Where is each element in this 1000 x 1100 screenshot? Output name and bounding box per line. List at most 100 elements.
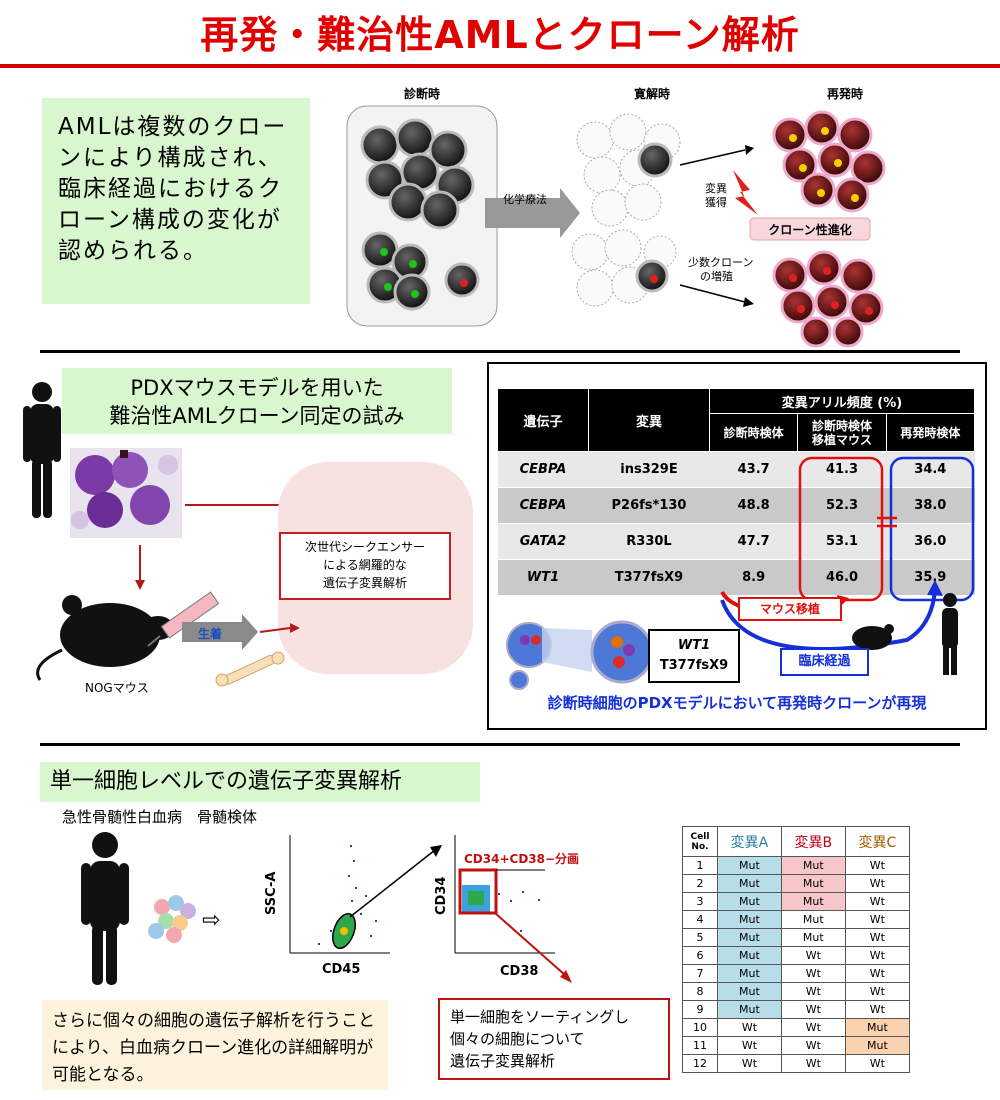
- table-cell: Mut: [780, 910, 846, 929]
- chemo-label: 化学療法: [503, 192, 547, 206]
- vaf-row: WT1 T377fsX9 8.9 46.0 35.9: [497, 559, 975, 595]
- vaf-gene: GATA2: [497, 523, 589, 560]
- arrow-icon: ⇨: [202, 908, 220, 933]
- vaf-dx: 48.8: [709, 487, 798, 524]
- table-cell: Wt: [844, 856, 911, 875]
- table-cell: 3: [682, 892, 718, 911]
- table-cell: Wt: [780, 1036, 846, 1055]
- table-cell: Mut: [780, 856, 846, 875]
- table-cell: Wt: [844, 1054, 911, 1073]
- vaf-frame: [487, 362, 987, 730]
- table-cell: Mut: [844, 1018, 911, 1037]
- cd34-gate: [458, 868, 498, 915]
- wt1-clone-icon: [590, 620, 654, 684]
- syringe-icon: [147, 591, 220, 647]
- table-cell: Wt: [717, 1054, 782, 1073]
- human-silhouette-icon: [23, 382, 61, 518]
- vaf-relapse: 35.9: [886, 559, 975, 595]
- cell-header-c: 変異C: [844, 826, 911, 857]
- table-cell: 8: [682, 982, 718, 1001]
- table-cell: Mut: [717, 1000, 782, 1019]
- clone-evolution-label: クローン性進化: [768, 222, 851, 237]
- vaf-dx: 47.7: [709, 523, 798, 560]
- nog-mouse-icon: [36, 595, 174, 681]
- vaf-gene: WT1: [497, 559, 589, 595]
- single-cell-diagram: ⇨ SSC-A CD45 CD34 CD38 CD34+CD38−分画: [81, 832, 579, 985]
- table-cell: Mut: [717, 910, 782, 929]
- single-cell-title: 単一細胞レベルでの遺伝子変異解析: [40, 762, 480, 802]
- cd34-label: CD34: [434, 877, 449, 915]
- relapse-bottom-cells: [772, 250, 884, 348]
- table-cell: 7: [682, 964, 718, 983]
- table-cell: Wt: [780, 1054, 846, 1073]
- table-cell: Mut: [717, 946, 782, 965]
- stage-diagnosis: 診断時: [404, 86, 440, 101]
- page-title: 再発・難治性AMLとクローン解析: [200, 13, 800, 57]
- table-cell: Mut: [717, 964, 782, 983]
- vaf-header-dx: 診断時検体: [708, 413, 799, 452]
- table-cell: Mut: [780, 892, 846, 911]
- table-cell: Wt: [780, 964, 846, 983]
- mouse-transplant-label: マウス移植: [738, 597, 842, 621]
- table-cell: 9: [682, 1000, 718, 1019]
- pdx-title: PDXマウスモデルを用いた 難治性AMLクローン同定の試み: [62, 368, 452, 434]
- table-cell: Wt: [844, 892, 911, 911]
- table-cell: 6: [682, 946, 718, 965]
- table-cell: Mut: [844, 1036, 911, 1055]
- vaf-header-mouse: 診断時検体 移植マウス: [797, 413, 887, 452]
- divider-1: [40, 350, 960, 353]
- divider-2: [40, 743, 960, 746]
- table-cell: Mut: [717, 856, 782, 875]
- engraft-arrow: [182, 614, 258, 650]
- vaf-header-vaf: 変異アリル頻度 (%): [709, 388, 975, 414]
- clinical-course-label: 臨床経過: [780, 648, 869, 676]
- table-cell: Wt: [844, 946, 911, 965]
- bottom-text: さらに個々の細胞の遺伝子解析を行うことにより、白血病クローン進化の詳細解明が可能…: [42, 1000, 388, 1090]
- bone-icon: [215, 651, 285, 687]
- table-cell: Wt: [844, 964, 911, 983]
- vaf-dx: 8.9: [709, 559, 798, 595]
- chemo-arrow: [485, 188, 580, 238]
- vaf-row: GATA2 R330L 47.7 53.1 36.0: [497, 523, 975, 560]
- table-cell: Wt: [844, 1000, 911, 1019]
- lightning-icon: [733, 170, 758, 215]
- gate-label: CD34+CD38−分画: [464, 851, 579, 866]
- table-cell: 10: [682, 1018, 718, 1037]
- vaf-relapse: 38.0: [886, 487, 975, 524]
- vaf-conclusion: 診断時細胞のPDXモデルにおいて再発時クローンが再現: [547, 694, 927, 712]
- cd45-label: CD45: [322, 962, 360, 977]
- vaf-gene: CEBPA: [497, 451, 589, 488]
- vaf-dx: 43.7: [709, 451, 798, 488]
- table-cell: 1: [682, 856, 718, 875]
- vaf-relapse: 36.0: [886, 523, 975, 560]
- table-cell: 12: [682, 1054, 718, 1073]
- table-cell: 5: [682, 928, 718, 947]
- cell-header-a: 変異A: [717, 826, 782, 857]
- cell-header-no: Cell No.: [682, 826, 718, 857]
- pdx-title-line1: PDXマウスモデルを用いた: [130, 376, 384, 400]
- ngs-analysis-box: 次世代シークエンサー による網羅的な 遺伝子変異解析: [279, 532, 451, 600]
- table-cell: Mut: [717, 982, 782, 1001]
- table-cell: Mut: [780, 874, 846, 893]
- vaf-mouse: 53.1: [797, 523, 887, 560]
- table-cell: Wt: [780, 946, 846, 965]
- sorting-box: 単一細胞をソーティングし 個々の細胞について 遺伝子変異解析: [438, 998, 670, 1080]
- stage-relapse: 再発時: [827, 86, 863, 101]
- vaf-mutation: T377fsX9: [588, 559, 710, 595]
- nog-label: NOGマウス: [85, 681, 149, 695]
- table-cell: Wt: [717, 1018, 782, 1037]
- clone-evolution-diagram: 診断時 化学療法 寛解時 変異獲得 少数クローンの増殖 再発時: [346, 86, 886, 348]
- vaf-gene: CEBPA: [497, 487, 589, 524]
- intro-text: AMLは複数のクローンにより構成され、臨床経過におけるクローン構成の変化が認めら…: [42, 98, 310, 304]
- clone-evolution-badge: [749, 217, 871, 241]
- engraft-label: 生着: [198, 626, 222, 641]
